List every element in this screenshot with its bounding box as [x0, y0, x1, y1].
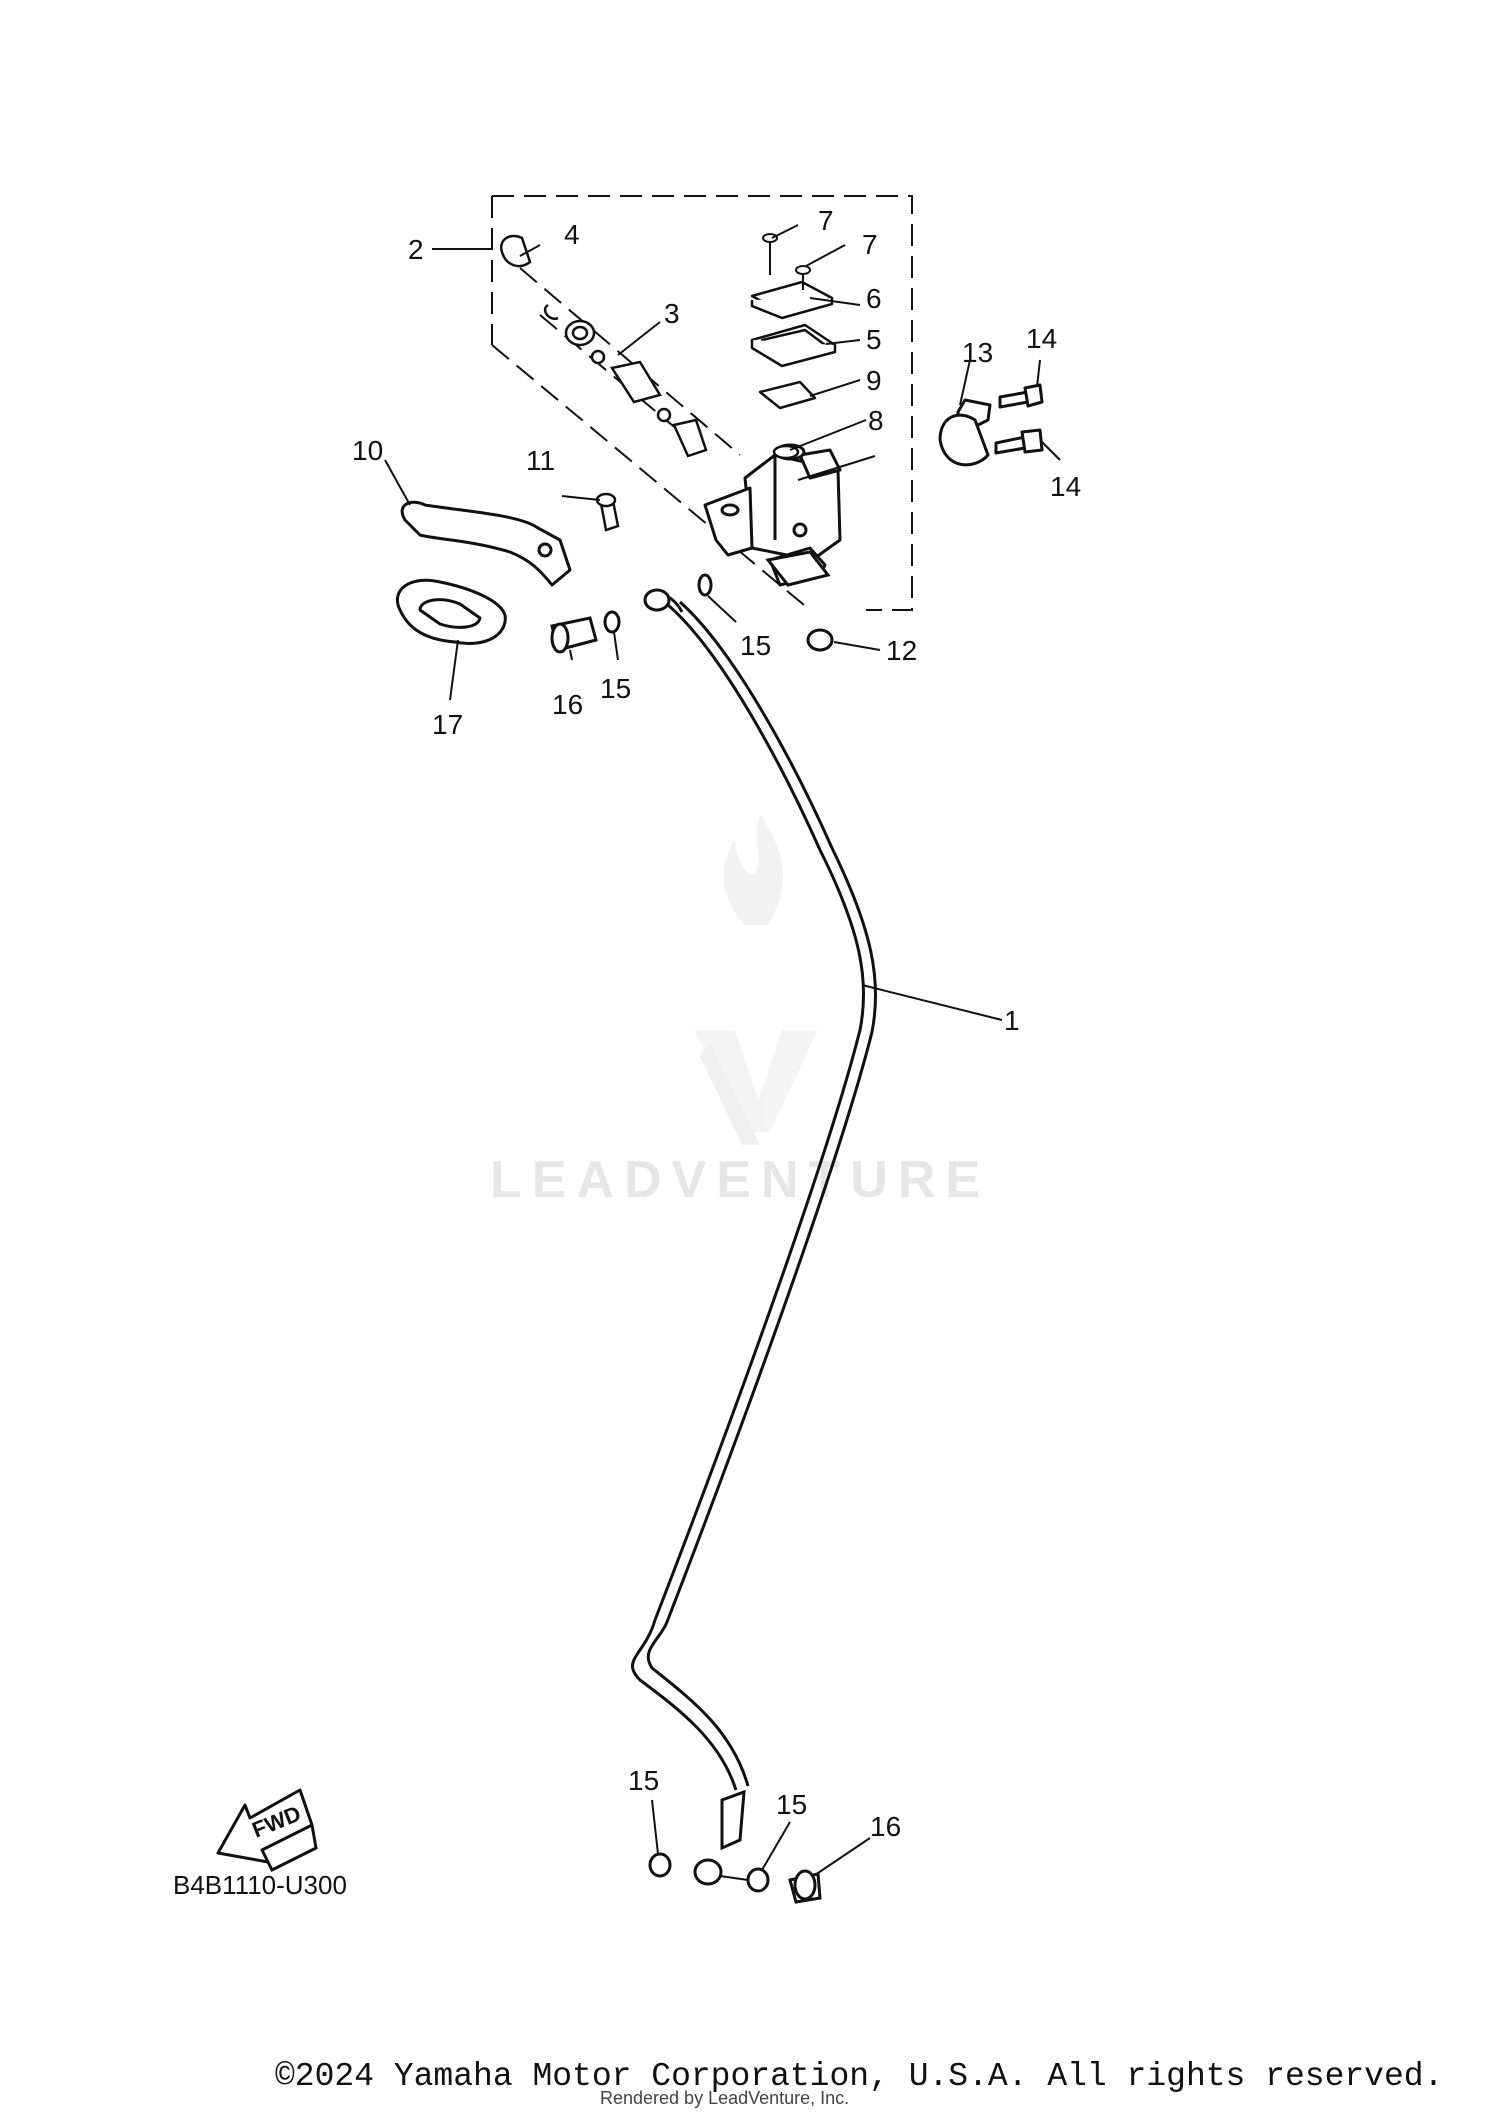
reservoir-parts — [750, 280, 837, 460]
callout-14a: 14 — [1026, 323, 1057, 354]
fwd-arrow-icon: FWD — [216, 1788, 318, 1873]
lever-cover — [396, 578, 507, 645]
assembly-outline — [491, 195, 913, 611]
holder-clamp — [938, 383, 1044, 467]
callouts: 1 2 3 4 5 6 7 7 8 9 10 11 12 13 14 14 15… — [352, 205, 1081, 1842]
callout-15b: 15 — [600, 673, 631, 704]
callout-4: 4 — [564, 219, 580, 250]
hose-fitting-top — [643, 550, 831, 612]
callout-2: 2 — [408, 234, 424, 265]
hose-fitting-bottom — [648, 1789, 822, 1904]
piston-kit — [499, 234, 708, 532]
callout-15c: 15 — [628, 1765, 659, 1796]
diagram-code: B4B1110-U300 — [173, 1870, 347, 1900]
copyright-notice: ©2024 Yamaha Motor Corporation, U.S.A. A… — [275, 2058, 1444, 2095]
callout-12: 12 — [886, 635, 917, 666]
callout-10: 10 — [352, 435, 383, 466]
screw-icon — [762, 233, 811, 290]
callout-3: 3 — [664, 298, 680, 329]
callout-6: 6 — [866, 283, 882, 314]
brake-lever — [400, 500, 572, 587]
watermark-text: LEADVENTURE — [490, 1151, 990, 1209]
callout-16b: 16 — [870, 1811, 901, 1842]
callout-11: 11 — [526, 445, 555, 476]
callout-14b: 14 — [1050, 471, 1081, 502]
callout-15d: 15 — [776, 1789, 807, 1820]
banjo-bolt-top — [550, 573, 834, 654]
callout-16a: 16 — [552, 689, 583, 720]
callout-15a: 15 — [740, 630, 771, 661]
watermark-logo — [694, 815, 818, 1145]
callout-9: 9 — [866, 365, 882, 396]
rendered-by-notice: Rendered by LeadVenture, Inc. — [600, 2088, 850, 2108]
callout-13: 13 — [962, 337, 993, 368]
callout-7a: 7 — [818, 205, 834, 236]
callout-17: 17 — [432, 709, 463, 740]
leader-lines — [384, 224, 1061, 1881]
callout-1: 1 — [1004, 1005, 1020, 1036]
callout-5: 5 — [866, 324, 882, 355]
callout-8: 8 — [868, 405, 884, 436]
callout-7b: 7 — [862, 229, 878, 260]
